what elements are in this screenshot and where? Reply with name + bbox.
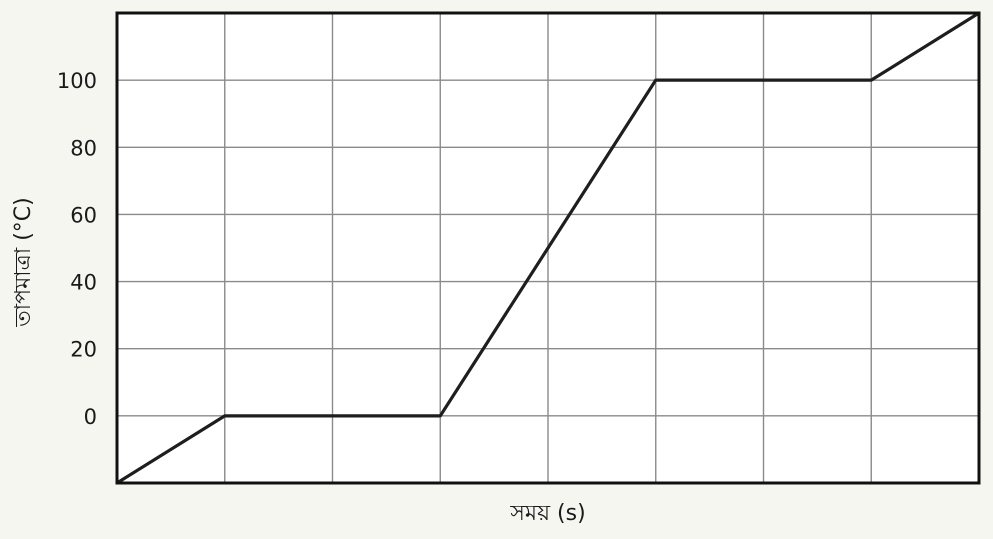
x-axis-title: সময় (s) <box>509 501 585 526</box>
y-tick-labels: 0 20 40 60 80 100 <box>57 69 97 429</box>
y-tick-label: 40 <box>70 271 97 295</box>
y-tick-label: 60 <box>70 203 97 227</box>
y-tick-label: 0 <box>84 405 97 429</box>
y-tick-label: 100 <box>57 69 97 93</box>
horizontal-gridlines <box>117 79 979 417</box>
series-group <box>116 11 980 485</box>
plot-border <box>115 11 981 485</box>
series-line <box>116 11 980 485</box>
y-tick-label: 80 <box>70 136 97 160</box>
y-tick-label: 20 <box>70 338 97 362</box>
y-axis-title: তাপমাত্রা (°C) <box>11 197 36 327</box>
vertical-gridlines <box>224 13 872 483</box>
